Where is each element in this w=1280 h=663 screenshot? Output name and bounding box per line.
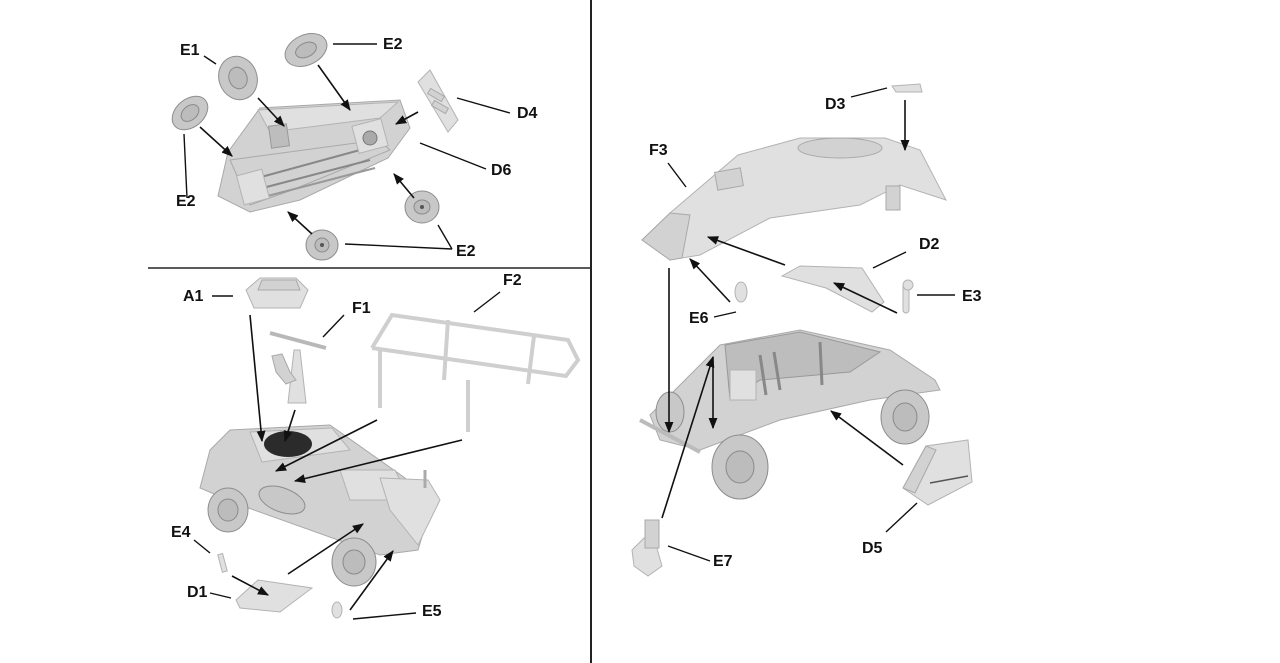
- chassis-part: [217, 99, 411, 213]
- chassis-panel: [171, 33, 511, 261]
- label-e2-left: E2: [176, 193, 196, 210]
- leader-e7: [667, 545, 711, 562]
- arrow-d5: [830, 410, 904, 466]
- arrow-e4: [231, 575, 269, 596]
- leader-d3: [850, 87, 888, 98]
- leader-e2-bottom-a: [344, 243, 453, 250]
- arrow-e3: [832, 282, 898, 314]
- leader-f1: [322, 314, 345, 338]
- arrow-e1: [257, 97, 285, 127]
- gun-f1: [269, 331, 327, 404]
- arrow-d1: [287, 523, 364, 575]
- upper-hull-panel: [631, 83, 973, 577]
- bumper-d4: [417, 69, 459, 133]
- label-f2: F2: [503, 272, 522, 289]
- arrow-e6: [689, 258, 731, 303]
- label-f3: F3: [649, 142, 668, 159]
- label-d1: D1: [187, 584, 208, 601]
- part-e6: [734, 281, 748, 303]
- arrow-a1: [249, 314, 266, 443]
- label-e1: E1: [180, 42, 200, 59]
- turret-a1: [245, 277, 309, 309]
- wheel-e2-bottom: [305, 229, 339, 261]
- leader-d2: [872, 251, 907, 269]
- part-e7: [631, 519, 663, 577]
- part-e4: [217, 552, 228, 573]
- leader-f3: [667, 162, 687, 188]
- lower-hull-interior: [639, 329, 941, 500]
- label-e3: E3: [962, 288, 982, 305]
- turret-hull-panel: [193, 277, 581, 620]
- label-d3: D3: [825, 96, 846, 113]
- leader-e6: [713, 311, 737, 318]
- label-e6: E6: [689, 310, 709, 327]
- arrow-e2-bottom: [287, 211, 313, 235]
- leader-e5: [352, 612, 417, 620]
- leader-d5: [885, 502, 918, 533]
- label-d2: D2: [919, 236, 940, 253]
- leader-e1: [203, 55, 217, 65]
- arrow-e2-right: [393, 173, 415, 199]
- leader-e2-left: [183, 133, 188, 199]
- hull-body: [199, 424, 441, 587]
- label-e4: E4: [171, 524, 191, 541]
- arrow-e2-top: [317, 64, 351, 111]
- label-f1: F1: [352, 300, 371, 317]
- part-e3: [902, 279, 914, 314]
- label-e2-bottom: E2: [456, 243, 476, 260]
- arrow-d2: [706, 236, 786, 266]
- wheel-e2-right: [404, 190, 440, 224]
- wheel-e1: [218, 55, 258, 101]
- label-e5: E5: [422, 603, 442, 620]
- arrow-e7-a: [661, 355, 715, 519]
- antenna-frame-f2: [370, 312, 581, 432]
- part-d2: [780, 265, 885, 313]
- arrow-e2-left: [199, 126, 233, 157]
- wheel-e2-top: [284, 33, 328, 67]
- leader-e2-bottom-b: [437, 224, 453, 250]
- arrow-f2-left: [275, 419, 378, 472]
- leader-d1: [209, 592, 232, 599]
- arrow-f2-right: [293, 439, 463, 483]
- wheel-e2-left: [171, 95, 209, 131]
- label-a1: A1: [183, 288, 204, 305]
- label-e7: E7: [713, 553, 733, 570]
- part-e5: [331, 601, 343, 619]
- label-e2-top: E2: [383, 36, 403, 53]
- part-d5: [902, 439, 973, 506]
- label-d5: D5: [862, 540, 883, 557]
- arrow-d4: [395, 111, 419, 125]
- arrow-e5: [349, 550, 394, 611]
- arrow-f1: [283, 409, 296, 443]
- part-d3: [891, 83, 923, 93]
- label-d6: D6: [491, 162, 512, 179]
- label-d4: D4: [517, 105, 538, 122]
- leader-d6: [419, 142, 487, 170]
- upper-hull-f3: [641, 137, 948, 261]
- leader-f2: [473, 291, 501, 313]
- leader-e4: [193, 539, 211, 554]
- leader-d4: [456, 97, 511, 114]
